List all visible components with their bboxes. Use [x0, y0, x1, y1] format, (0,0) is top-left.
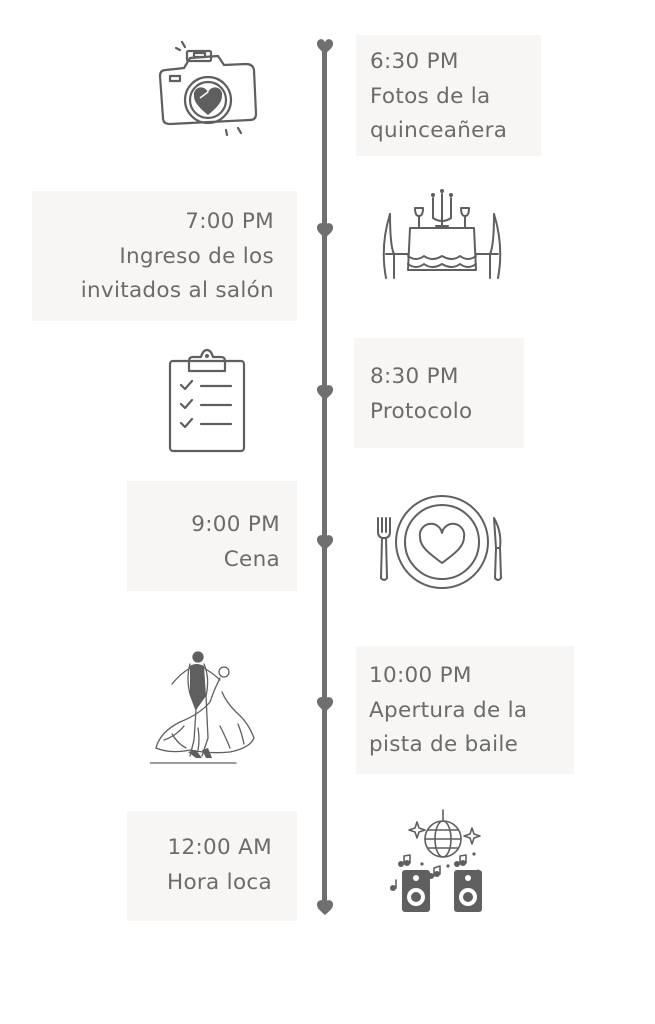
event-time: 8:30 PM [370, 364, 459, 389]
banquet-table-icon [382, 189, 502, 279]
timeline-heart-marker [316, 223, 334, 238]
event-title-line: Cena [223, 546, 280, 572]
event-time: 9:00 PM [191, 512, 280, 537]
event-time: 12:00 AM [167, 835, 272, 860]
event-time: 6:30 PM [370, 49, 459, 74]
event-card-ingreso: 7:00 PM Ingreso de los invitados al saló… [32, 191, 297, 321]
event-card-fotos: 6:30 PM Fotos de la quinceañera [356, 35, 541, 156]
event-title-line: Hora loca [167, 869, 272, 895]
event-title-line: invitados al salón [80, 278, 274, 303]
timeline-heart-marker [316, 900, 334, 915]
event-title-line: Apertura de la [369, 697, 528, 723]
disco-ball-speakers-icon [390, 809, 482, 912]
event-time: 7:00 PM [185, 209, 274, 234]
event-title-line: quinceañera [370, 118, 508, 143]
timeline-heart-marker [316, 535, 334, 550]
event-card-cena: 9:00 PM Cena [127, 481, 297, 591]
event-title-line: pista de baile [369, 732, 519, 757]
camera-heart-icon [158, 40, 258, 137]
event-title-line: Fotos de la [370, 83, 491, 109]
event-title-line: Protocolo [370, 398, 473, 424]
clipboard-checklist-icon [168, 348, 246, 453]
event-card-protocolo: 8:30 PM Protocolo [354, 338, 524, 448]
timeline-heart-marker [316, 697, 334, 712]
timeline-line [322, 45, 327, 911]
dancing-couple-icon [150, 651, 255, 764]
timeline-heart-marker [316, 39, 334, 54]
timeline-heart-marker [316, 385, 334, 400]
dinner-plate-heart-icon [377, 495, 502, 589]
event-card-baile: 10:00 PM Apertura de la pista de baile [356, 646, 574, 774]
event-card-hora-loca: 12:00 AM Hora loca [127, 811, 297, 921]
event-time: 10:00 PM [369, 663, 472, 688]
event-title-line: Ingreso de los [119, 243, 274, 269]
